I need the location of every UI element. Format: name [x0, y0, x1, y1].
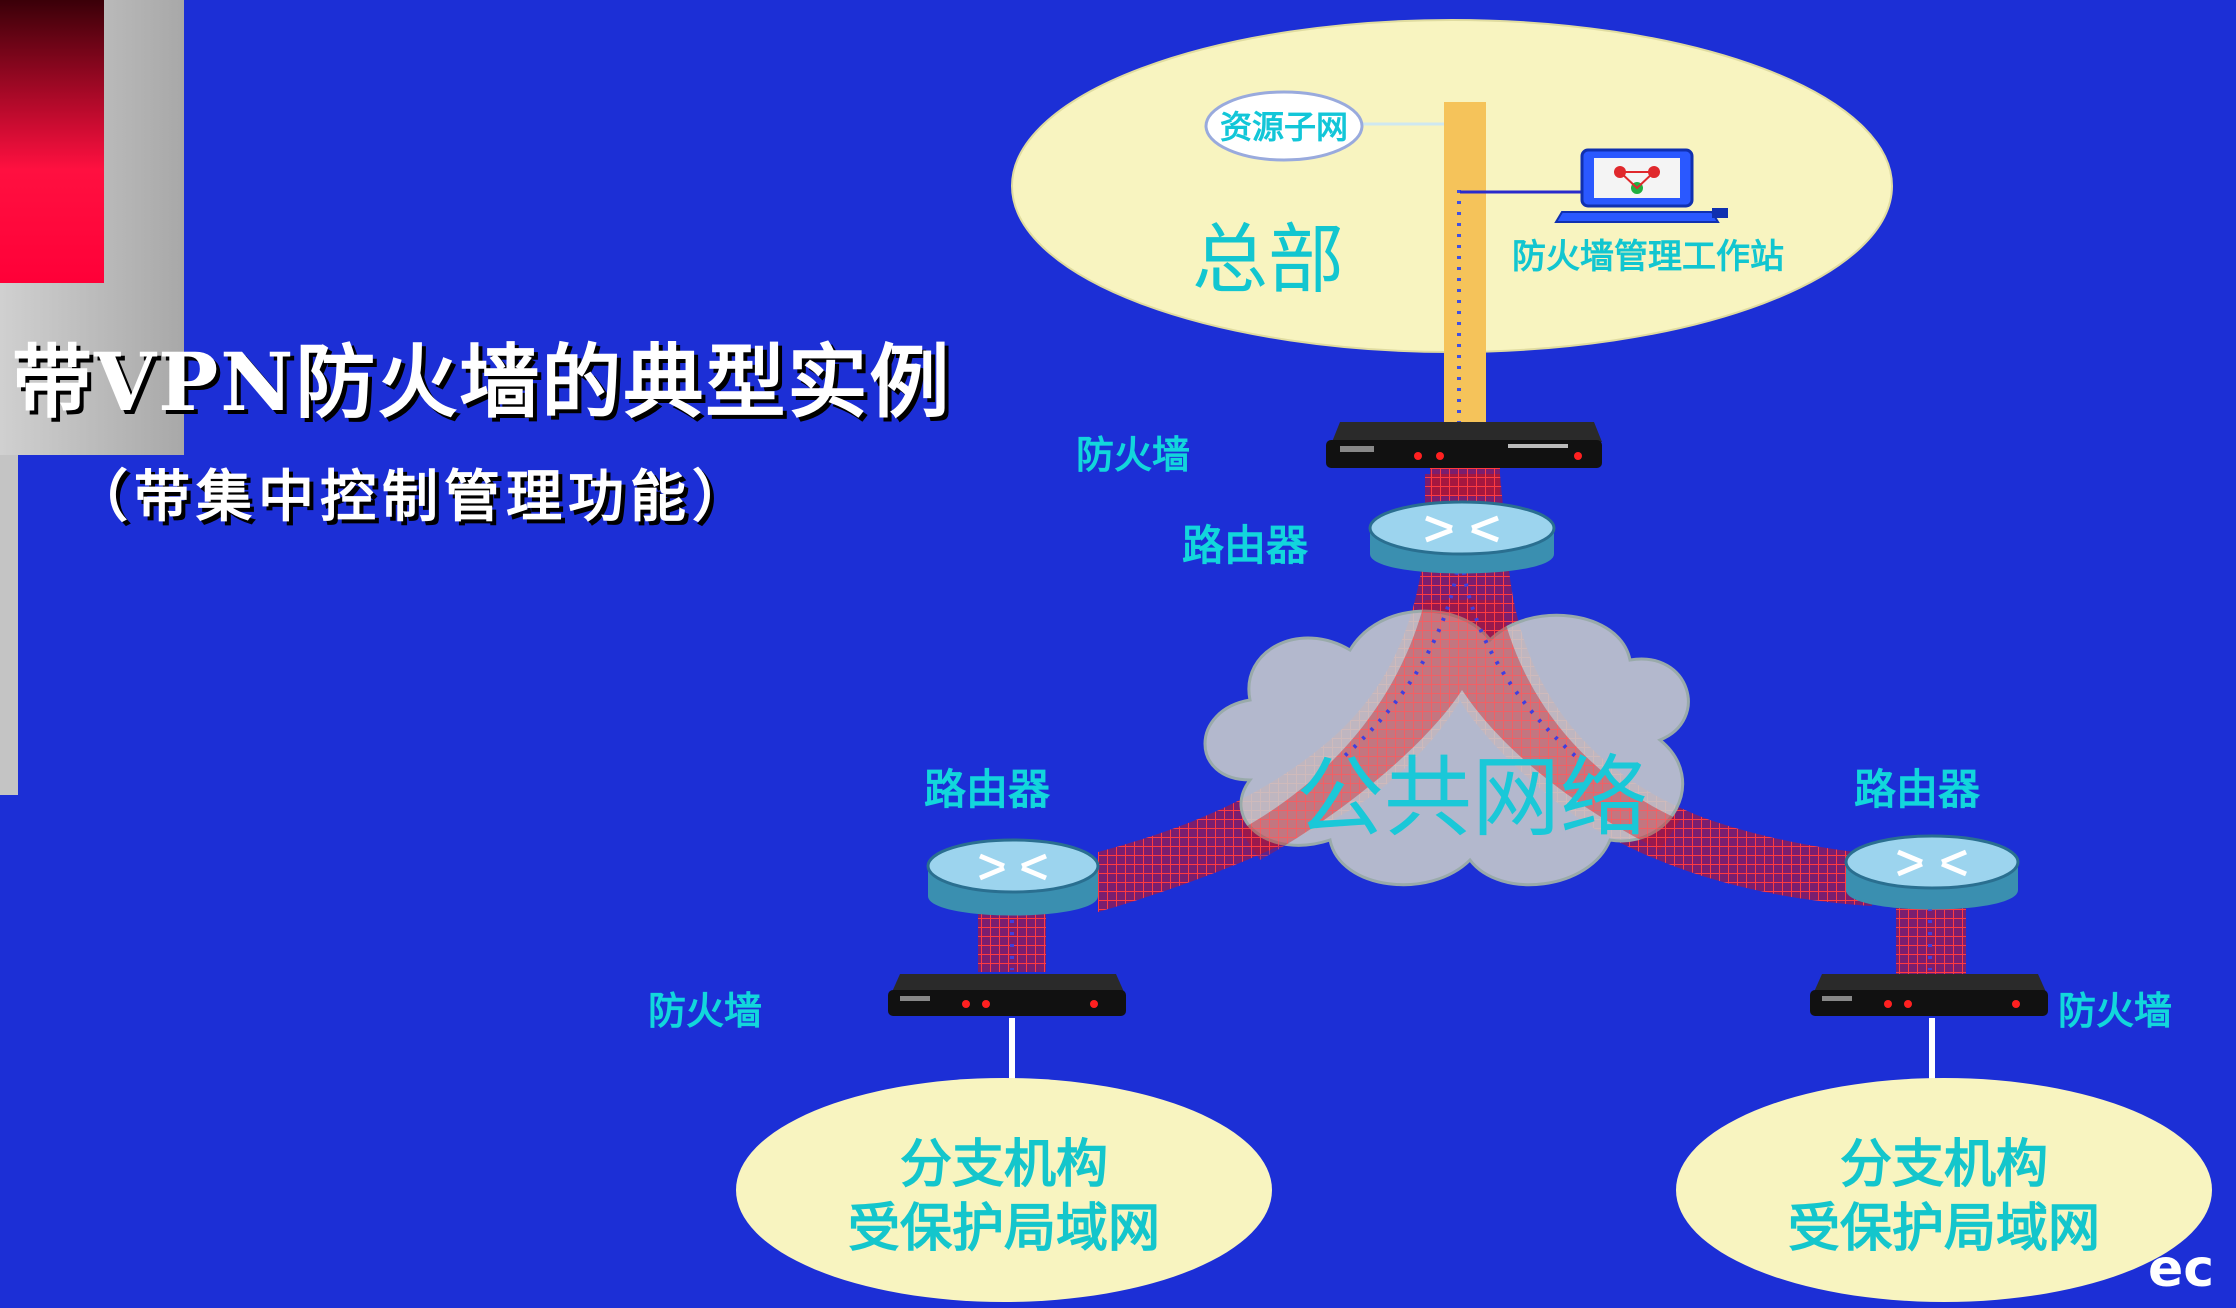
workstation-icon: [1460, 148, 1728, 223]
right-firewall-label: 防火墙: [2058, 989, 2172, 1033]
left-router-label: 路由器: [924, 765, 1051, 814]
hq-router-label: 路由器: [1182, 521, 1309, 570]
slide-title: 带VPN防火墙的典型实例: [12, 335, 952, 429]
slide-subtitle: （带集中控制管理功能）: [72, 464, 754, 530]
mgmt-workstation-label: 防火墙管理工作站: [1512, 237, 1784, 277]
corner-text: ec: [2148, 1239, 2214, 1299]
left-branch-line2: 受保护局域网: [848, 1199, 1160, 1259]
left-branch-line1: 分支机构: [900, 1135, 1108, 1195]
right-router-label: 路由器: [1854, 765, 1981, 814]
right-branch-ellipse: [1676, 1078, 2212, 1302]
left-router-icon: [926, 838, 1100, 916]
decor-bars: [0, 0, 184, 795]
right-branch-line1: 分支机构: [1840, 1135, 2048, 1195]
left-firewall-icon: [888, 974, 1126, 1016]
backbone-pole: [1444, 102, 1486, 424]
resource-subnet-label: 资源子网: [1220, 108, 1348, 146]
left-branch-ellipse: [736, 1078, 1272, 1302]
right-firewall-icon: [1810, 974, 2048, 1016]
hq-firewall-icon: [1326, 422, 1602, 468]
right-branch-line2: 受保护局域网: [1788, 1199, 2100, 1259]
public-network-label: 公共网络: [1296, 746, 1648, 849]
hq-firewall-label: 防火墙: [1076, 433, 1190, 477]
resource-subnet-ellipse: [1204, 90, 1364, 162]
right-router-icon: [1844, 834, 2020, 910]
hq-router-icon: [1368, 500, 1556, 574]
left-firewall-label: 防火墙: [648, 989, 762, 1033]
hq-label: 总部: [1192, 215, 1344, 304]
dotted-control-paths: [1010, 559, 1932, 970]
